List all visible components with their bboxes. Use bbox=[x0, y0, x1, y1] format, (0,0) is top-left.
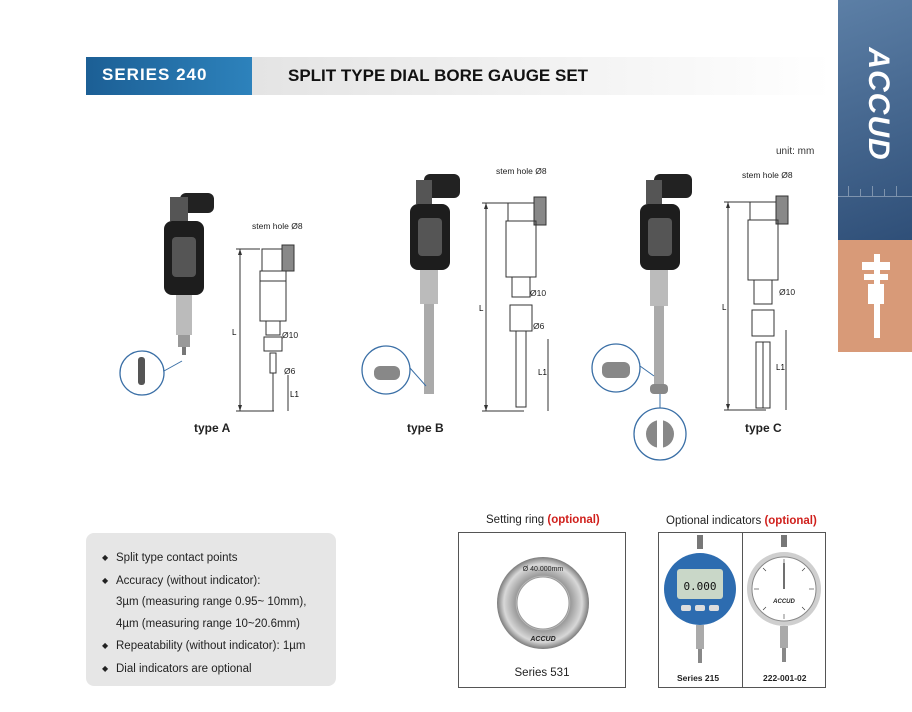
feature-text: Accuracy (without indicator): bbox=[116, 574, 261, 587]
series-banner: SERIES 240 bbox=[86, 57, 270, 95]
brand-tab-orange bbox=[838, 240, 912, 352]
type-b-dim-l1: L1 bbox=[538, 368, 547, 377]
type-c-label: type C bbox=[745, 421, 782, 435]
dial-indicator-caption: 222-001-02 bbox=[763, 673, 807, 683]
type-b-d6: Ø6 bbox=[533, 321, 545, 331]
series-banner-shape bbox=[86, 57, 270, 95]
feature-text: Repeatability (without indicator): 1µm bbox=[116, 640, 306, 652]
type-c-dim-l1: L1 bbox=[776, 363, 785, 372]
type-a-label: type A bbox=[194, 421, 231, 435]
type-a-drawing: L L1 bbox=[232, 244, 299, 412]
type-b-photo bbox=[361, 174, 460, 395]
ruler-line bbox=[838, 196, 912, 197]
dial-indicator-image: ACCUD bbox=[747, 535, 821, 662]
bullet-icon: ◆ bbox=[102, 663, 109, 673]
series-label: SERIES 240 bbox=[102, 65, 208, 84]
bullet-icon: ◆ bbox=[102, 575, 109, 585]
setting-ring-box: Ø 40.000mm ACCUD Series 531 bbox=[458, 532, 626, 688]
setting-ring-title-text: Setting ring bbox=[486, 514, 545, 526]
feature-text: Split type contact points bbox=[116, 552, 238, 564]
ruler-tick bbox=[896, 186, 897, 196]
title-strip bbox=[252, 57, 832, 95]
ruler-tick bbox=[872, 186, 873, 196]
digital-indicator-caption: Series 215 bbox=[677, 673, 720, 683]
type-c-stem-hole: stem hole Ø8 bbox=[742, 170, 793, 180]
type-c-d10: Ø10 bbox=[779, 287, 796, 297]
indicators-box: 0.000 ACCUD Series 215 222-001-02 bbox=[658, 532, 826, 688]
type-a-d10: Ø10 bbox=[282, 330, 299, 340]
setting-ring-image: Ø 40.000mm ACCUD bbox=[497, 557, 589, 649]
ruler-tick bbox=[860, 189, 861, 196]
indicators-title: Optional indicators (optional) bbox=[666, 515, 817, 527]
feature-text: 4µm (measuring range 10~20.6mm) bbox=[116, 617, 300, 630]
type-b-d10: Ø10 bbox=[530, 288, 547, 298]
bullet-icon: ◆ bbox=[102, 553, 109, 562]
indicators-divider bbox=[742, 533, 743, 687]
type-a-dim-l: L bbox=[232, 328, 237, 337]
brand-logo-text: ACCUD bbox=[862, 47, 895, 161]
brand-tab-blue: ACCUD bbox=[838, 0, 912, 240]
ring-logo-text: ACCUD bbox=[529, 636, 555, 643]
brand-logo: ACCUD bbox=[858, 34, 898, 174]
type-c-drawing: L L1 bbox=[722, 195, 789, 411]
type-c-photo bbox=[591, 174, 692, 461]
digital-indicator-image: 0.000 bbox=[664, 535, 736, 663]
features-box: ◆ Split type contact points ◆ Accuracy (wi… bbox=[86, 533, 336, 686]
type-b-dim-l: L bbox=[479, 304, 484, 313]
bullet-icon: ◆ bbox=[102, 641, 109, 650]
brand-tab: ACCUD bbox=[838, 0, 912, 352]
feature-item: 3µm (measuring range 0.95~ 10mm), bbox=[102, 592, 336, 614]
dial-logo-text: ACCUD bbox=[772, 599, 795, 605]
feature-item: 4µm (measuring range 10~20.6mm) bbox=[102, 614, 336, 636]
feature-text: 3µm (measuring range 0.95~ 10mm), bbox=[116, 596, 307, 608]
indicators-title-text: Optional indicators bbox=[666, 515, 762, 527]
ring-size-text: Ø 40.000mm bbox=[523, 566, 564, 573]
indicators-optional: (optional) bbox=[764, 515, 817, 527]
unit-label: unit: mm bbox=[776, 146, 815, 157]
type-a-d6: Ø6 bbox=[284, 366, 296, 376]
ruler-tick bbox=[848, 186, 849, 196]
feature-text: Dial indicators are optional bbox=[116, 662, 252, 675]
digital-reading: 0.000 bbox=[683, 580, 716, 593]
ruler-tick bbox=[884, 189, 885, 196]
feature-item: ◆ Split type contact points bbox=[102, 547, 336, 570]
feature-item: ◆ Repeatability (without indicator): 1µm bbox=[102, 635, 336, 658]
type-b-label: type B bbox=[407, 421, 444, 435]
type-c-dim-l: L bbox=[722, 303, 727, 312]
type-a-stem-hole: stem hole Ø8 bbox=[252, 221, 303, 231]
feature-item: ◆ Accuracy (without indicator): bbox=[102, 570, 336, 593]
feature-item: ◆ Dial indicators are optional bbox=[102, 658, 336, 681]
type-a-dim-l1: L1 bbox=[290, 390, 299, 399]
type-a-photo bbox=[119, 193, 214, 396]
setting-ring-title: Setting ring (optional) bbox=[486, 514, 600, 526]
type-b-stem-hole: stem hole Ø8 bbox=[496, 166, 547, 176]
setting-ring-caption: Series 531 bbox=[514, 667, 570, 679]
setting-ring-optional: (optional) bbox=[547, 514, 600, 526]
type-b-drawing: L L1 bbox=[479, 196, 549, 412]
caliper-icon bbox=[862, 254, 890, 338]
page-title: SPLIT TYPE DIAL BORE GAUGE SET bbox=[288, 66, 589, 85]
